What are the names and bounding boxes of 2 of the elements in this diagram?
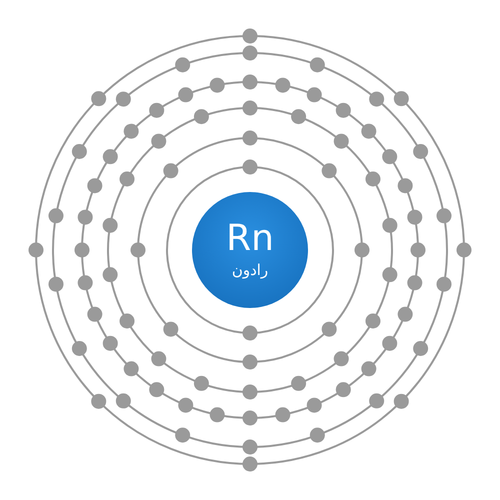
element-symbol: Rn	[226, 219, 274, 259]
element-name: رادون	[232, 260, 268, 281]
